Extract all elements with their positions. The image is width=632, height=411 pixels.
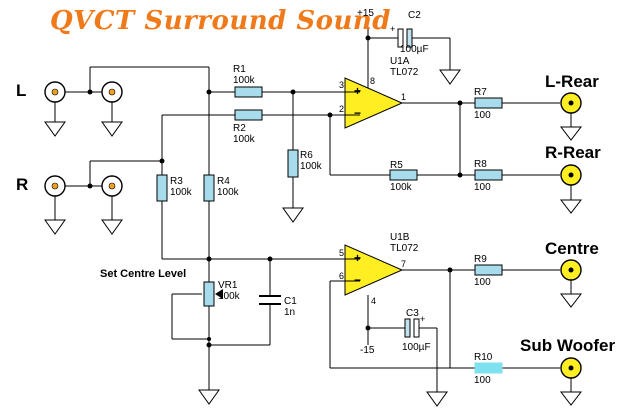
- c2-polarity: +: [390, 24, 396, 34]
- resistor-r6: [287, 149, 299, 178]
- resistor-r2: [234, 109, 263, 121]
- pin-number: 6: [339, 271, 345, 281]
- resistor-r1: [234, 86, 263, 98]
- ground-icon: [426, 391, 448, 407]
- opamp-u1a-minus: −: [354, 106, 362, 120]
- capacitor-c2-plate: [406, 28, 413, 48]
- opamp-u1b-ref: U1B: [390, 232, 410, 243]
- component-label-c3-value: 100µF: [402, 342, 431, 353]
- pin-number: 8: [370, 76, 376, 86]
- component-label-c2-value: 100µF: [400, 44, 429, 55]
- component-label-r10-value: 100: [474, 375, 491, 386]
- component-label-r9-ref: R9: [474, 254, 487, 265]
- component-label-r10-ref: R10: [474, 352, 493, 363]
- opamp-u1b: [344, 244, 404, 296]
- input-label-left: L: [16, 81, 27, 100]
- potentiometer-vr1: [203, 281, 215, 307]
- opamp-u1a-plus: +: [354, 84, 362, 98]
- pin-number: 7: [401, 259, 407, 269]
- ground-icon: [559, 199, 583, 214]
- output-label-lrear: L-Rear: [545, 72, 599, 91]
- ground-icon: [559, 293, 583, 308]
- capacitor-c3-plate: [413, 318, 420, 338]
- pin-number: 3: [339, 80, 345, 90]
- resistor-r7: [474, 97, 503, 109]
- ground-icon: [282, 207, 304, 223]
- component-label-r5-value: 100k: [390, 182, 412, 193]
- resistor-r10: [474, 362, 503, 374]
- set-centre-level-label: Set Centre Level: [100, 268, 187, 280]
- output-label-sub: Sub Woofer: [520, 336, 616, 355]
- pin-number: 5: [339, 248, 345, 258]
- component-label-r5-ref: R5: [390, 160, 403, 171]
- output-label-centre: Centre: [545, 239, 599, 258]
- component-label-c2-ref: C2: [408, 10, 421, 21]
- resistor-r3: [156, 174, 168, 202]
- capacitor-c2-plate: [397, 28, 404, 48]
- ground-icon: [559, 391, 583, 406]
- ground-icon: [44, 219, 66, 235]
- ground-icon: [198, 389, 220, 405]
- resistor-r4: [203, 174, 215, 202]
- component-label-r8-value: 100: [474, 182, 491, 193]
- ground-icon: [44, 121, 66, 137]
- component-label-r7-value: 100: [474, 110, 491, 121]
- page-title: QVCT Surround Sound: [50, 6, 391, 36]
- component-label-r7-ref: R7: [474, 87, 487, 98]
- capacitor-c3-plate: [404, 318, 411, 338]
- wiper-arrow-icon: [215, 289, 223, 299]
- c3-polarity: +: [420, 314, 426, 324]
- input-label-right: R: [16, 175, 29, 194]
- opamp-u1b-part: TL072: [390, 243, 419, 254]
- resistor-r8: [474, 169, 503, 181]
- rail-positive: +15: [357, 8, 374, 19]
- component-label-r9-value: 100: [474, 277, 491, 288]
- pin-number: 1: [401, 92, 407, 102]
- opamp-u1b-plus: +: [354, 251, 362, 265]
- ground-icon: [439, 69, 461, 85]
- component-label-r8-ref: R8: [474, 159, 487, 170]
- resistor-r5: [389, 169, 418, 181]
- pin-number: 4: [371, 296, 377, 306]
- pin-number: 2: [339, 104, 345, 114]
- rail-negative: -15: [360, 345, 375, 356]
- opamp-u1a-ref: U1A: [390, 56, 410, 67]
- resistor-r9: [474, 264, 503, 276]
- ground-icon: [559, 126, 583, 141]
- ground-icon: [101, 219, 123, 235]
- ground-icon: [101, 121, 123, 137]
- output-label-rrear: R-Rear: [545, 143, 601, 162]
- opamp-u1b-minus: −: [354, 273, 362, 287]
- opamp-u1a-part: TL072: [390, 67, 419, 78]
- component-label-c3-ref: C3: [406, 308, 419, 319]
